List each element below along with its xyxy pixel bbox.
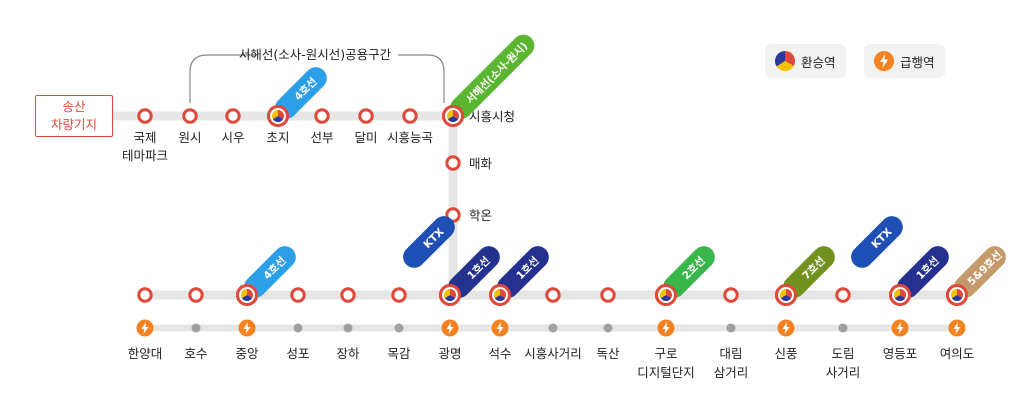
station-marker	[889, 284, 911, 306]
station-marker	[290, 287, 306, 303]
station-label: 사거리	[826, 365, 861, 380]
station-label: 구로	[654, 346, 677, 361]
station-label: 장하	[336, 346, 360, 361]
station-label: 신풍	[774, 346, 797, 361]
station-marker	[775, 284, 797, 306]
line-badge-8: KTX	[851, 216, 903, 268]
stop-marker	[838, 323, 848, 333]
station-marker	[439, 284, 461, 306]
express-marker	[491, 319, 509, 337]
station-marker	[946, 284, 968, 306]
station-marker	[225, 108, 241, 124]
station-label: 삼거리	[714, 365, 749, 380]
station-label: 원시	[178, 130, 201, 145]
express-marker	[891, 319, 909, 337]
stop-marker	[726, 323, 736, 333]
depot-box: 송산 차량기지	[35, 95, 113, 137]
station-label: 학온	[469, 208, 492, 223]
express-marker	[657, 319, 675, 337]
express-marker	[777, 319, 795, 337]
station-label: 달미	[354, 130, 377, 145]
station-label: 여의도	[940, 346, 975, 361]
station-label: 호수	[184, 346, 207, 361]
station-marker	[835, 287, 851, 303]
shared-bracket-left	[189, 54, 258, 103]
station-label: 선부	[310, 130, 333, 145]
transfer-icon	[775, 51, 795, 71]
legend-express: 급행역	[864, 44, 945, 78]
station-label: 대림	[719, 346, 742, 361]
station-label: 시우	[221, 130, 244, 145]
station-label: 성포	[286, 346, 309, 361]
station-label: 매화	[469, 156, 493, 171]
station-label: 독산	[596, 346, 620, 361]
station-label: 테마파크	[122, 148, 168, 163]
station-label: 광명	[438, 346, 461, 361]
depot-label-2: 차량기지	[50, 117, 97, 132]
station-marker	[723, 287, 739, 303]
express-marker	[441, 319, 459, 337]
station-label: 영등포	[883, 346, 918, 361]
station-marker	[442, 105, 464, 127]
station-label: 국제	[133, 130, 156, 145]
station-label: 석수	[488, 346, 511, 361]
station-marker	[340, 287, 356, 303]
station-marker	[545, 287, 561, 303]
legend-express-label: 급행역	[900, 54, 935, 70]
station-marker	[236, 284, 258, 306]
station-label: 시흥사거리	[524, 346, 582, 361]
station-label: 도림	[831, 346, 854, 361]
express-icon	[874, 51, 894, 71]
station-marker	[391, 287, 407, 303]
express-marker	[136, 319, 154, 337]
express-marker	[238, 319, 256, 337]
station-marker	[655, 284, 677, 306]
station-label: 초지	[266, 130, 289, 145]
station-marker	[358, 108, 374, 124]
express-marker	[948, 319, 966, 337]
stop-marker	[343, 323, 353, 333]
station-marker	[489, 284, 511, 306]
station-label: 디지털단지	[637, 365, 695, 380]
station-marker	[182, 108, 198, 124]
stop-marker	[293, 323, 303, 333]
station-marker	[137, 287, 153, 303]
legend-transfer: 환승역	[765, 44, 846, 78]
stop-marker	[191, 323, 201, 333]
stop-marker	[603, 323, 613, 333]
station-label: 한양대	[128, 346, 163, 361]
station-marker	[267, 105, 289, 127]
station-label: 중앙	[235, 346, 259, 361]
station-marker	[188, 287, 204, 303]
shared-bracket-right	[398, 54, 445, 103]
depot-label-1: 송산	[62, 99, 86, 114]
line-badge-label: 서해선(소사-원시)	[463, 39, 530, 106]
station-label: 시흥능곡	[387, 130, 433, 145]
station-marker	[137, 108, 153, 124]
legend-transfer-label: 환승역	[801, 54, 836, 70]
station-marker	[600, 287, 616, 303]
shared-section-label: 서해선(소사-원시선)공용구간	[239, 47, 392, 62]
station-label: 시흥시청	[469, 109, 515, 124]
station-marker	[402, 108, 418, 124]
stop-marker	[394, 323, 404, 333]
station-marker	[314, 108, 330, 124]
stop-marker	[548, 323, 558, 333]
station-label: 목감	[387, 346, 411, 361]
station-marker	[445, 155, 461, 171]
